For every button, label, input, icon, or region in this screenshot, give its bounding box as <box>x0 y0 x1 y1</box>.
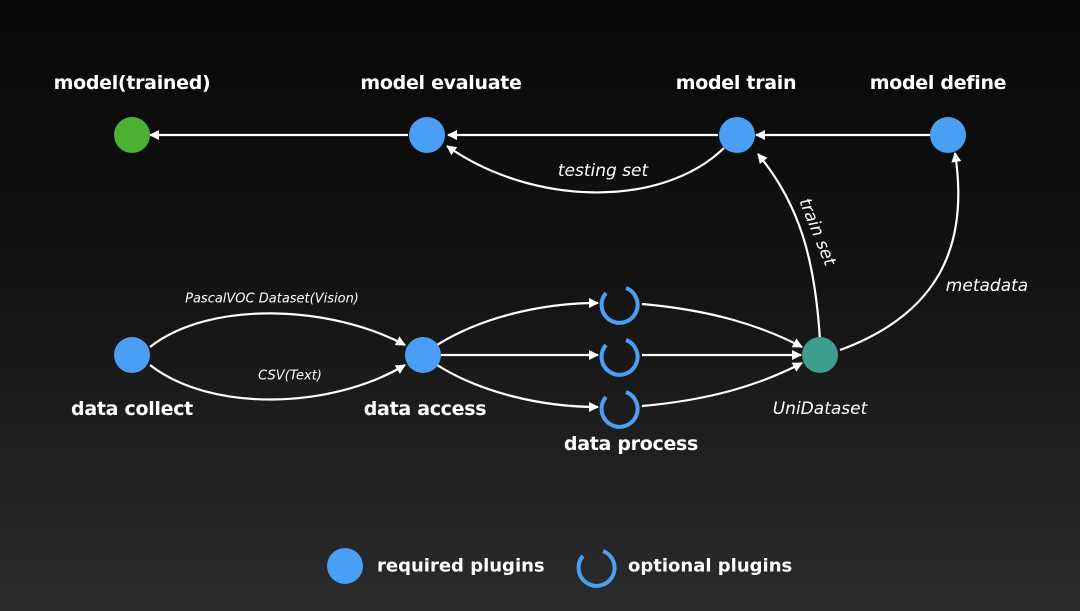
legend-markers <box>327 548 617 588</box>
label-metadata: metadata <box>945 276 1029 296</box>
edge-access-to-process-top <box>436 298 599 346</box>
edge-process-bot-to-unidataset <box>641 362 803 408</box>
label-data-access: data access <box>363 398 487 420</box>
node-model-evaluate <box>409 117 445 153</box>
node-data-access <box>405 337 441 373</box>
legend-required-label: required plugins <box>377 555 545 577</box>
label-data-collect: data collect <box>71 398 193 420</box>
label-model-trained: model(trained) <box>53 72 211 94</box>
label-data-process: data process <box>563 433 699 455</box>
edge-pascalvoc <box>149 312 406 348</box>
node-model-define <box>930 117 966 153</box>
node-data-process-bot <box>599 390 640 429</box>
label-csv-text: CSV(Text) <box>258 368 322 384</box>
node-data-process-mid <box>599 338 640 377</box>
label-unidataset: UniDataset <box>772 399 868 419</box>
label-pascalvoc: PascalVOC Dataset(Vision) <box>185 291 359 307</box>
node-unidataset <box>802 337 838 373</box>
edge-metadata <box>839 152 962 352</box>
label-model-train: model train <box>675 72 797 94</box>
edges-bottom <box>149 298 803 412</box>
edge-process-top-to-unidataset <box>641 302 803 348</box>
nodes <box>114 117 966 429</box>
edge-access-to-process-bot <box>436 364 599 412</box>
legend-required-icon <box>327 548 363 584</box>
edge-train-set <box>757 153 822 341</box>
edge-csv-text <box>149 364 406 401</box>
edge-testing-set <box>446 145 725 194</box>
node-data-collect <box>114 337 150 373</box>
label-testing-set: testing set <box>557 161 649 181</box>
node-data-process-top <box>599 286 640 325</box>
edges-top <box>149 130 962 352</box>
label-model-evaluate: model evaluate <box>360 72 522 94</box>
label-model-define: model define <box>869 72 1007 94</box>
legend-optional-icon <box>576 549 617 588</box>
legend-optional-label: optional plugins <box>628 555 793 577</box>
node-model-trained <box>114 117 150 153</box>
node-model-train <box>719 117 755 153</box>
